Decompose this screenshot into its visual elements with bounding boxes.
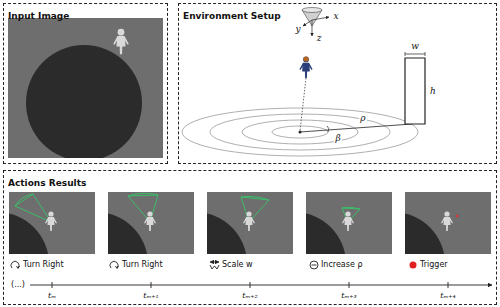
frame <box>143 192 293 307</box>
axis-y <box>303 20 312 26</box>
timeline <box>30 285 492 286</box>
timeline-ticks <box>52 282 448 288</box>
action-label: Trigger <box>420 261 448 269</box>
dimension-label: β <box>334 134 341 143</box>
time-label: tₘ₊₁ <box>143 292 159 300</box>
panel-title: Actions Results <box>4 176 90 190</box>
axis-label: y <box>294 25 301 34</box>
width-tick <box>405 52 406 56</box>
dimension-label: ρ <box>359 114 366 123</box>
frame <box>44 192 194 307</box>
action-label: Turn Right <box>122 261 163 269</box>
time-label: tₘ <box>48 292 56 300</box>
action-label: Increase ρ <box>321 261 362 269</box>
frame <box>0 192 95 307</box>
beta-arc <box>327 126 329 132</box>
trigger-dot <box>410 262 417 269</box>
turn-icon <box>11 261 20 268</box>
dimension-label: w <box>410 42 420 51</box>
action-label: Scale w <box>222 261 253 269</box>
axis-z <box>312 20 313 36</box>
rho-line <box>300 124 412 132</box>
panel: Input Image <box>3 3 168 164</box>
dimension-label: h <box>429 87 437 96</box>
minus-icon <box>310 261 318 269</box>
width-tick <box>425 52 426 56</box>
time-label: tₘ₊₃ <box>341 292 357 300</box>
dark-disc <box>26 45 142 158</box>
panel-title: Environment Setup <box>179 9 285 23</box>
panel-title: Input Image <box>4 9 73 23</box>
person-figure <box>299 57 312 79</box>
panel: Actions Results <box>3 170 497 305</box>
axis-x <box>312 17 329 20</box>
action-label: Turn Right <box>23 261 64 269</box>
axis-label: x <box>332 12 339 21</box>
time-label: tₘ₊₄ <box>440 292 456 300</box>
width-mark <box>405 54 425 55</box>
target-board <box>405 58 425 124</box>
frame <box>242 192 392 307</box>
person-figure <box>113 29 129 54</box>
turn-icon <box>110 261 119 268</box>
person-head <box>303 56 308 61</box>
time-label: tₘ₊₂ <box>242 292 258 300</box>
scale-icon <box>210 262 219 269</box>
drop-line <box>300 78 306 131</box>
axis-label: z <box>316 34 323 43</box>
floor-rings <box>182 108 418 156</box>
camera-top <box>302 8 322 13</box>
frame <box>341 192 491 307</box>
ellipsis-label: (...) <box>11 281 25 289</box>
